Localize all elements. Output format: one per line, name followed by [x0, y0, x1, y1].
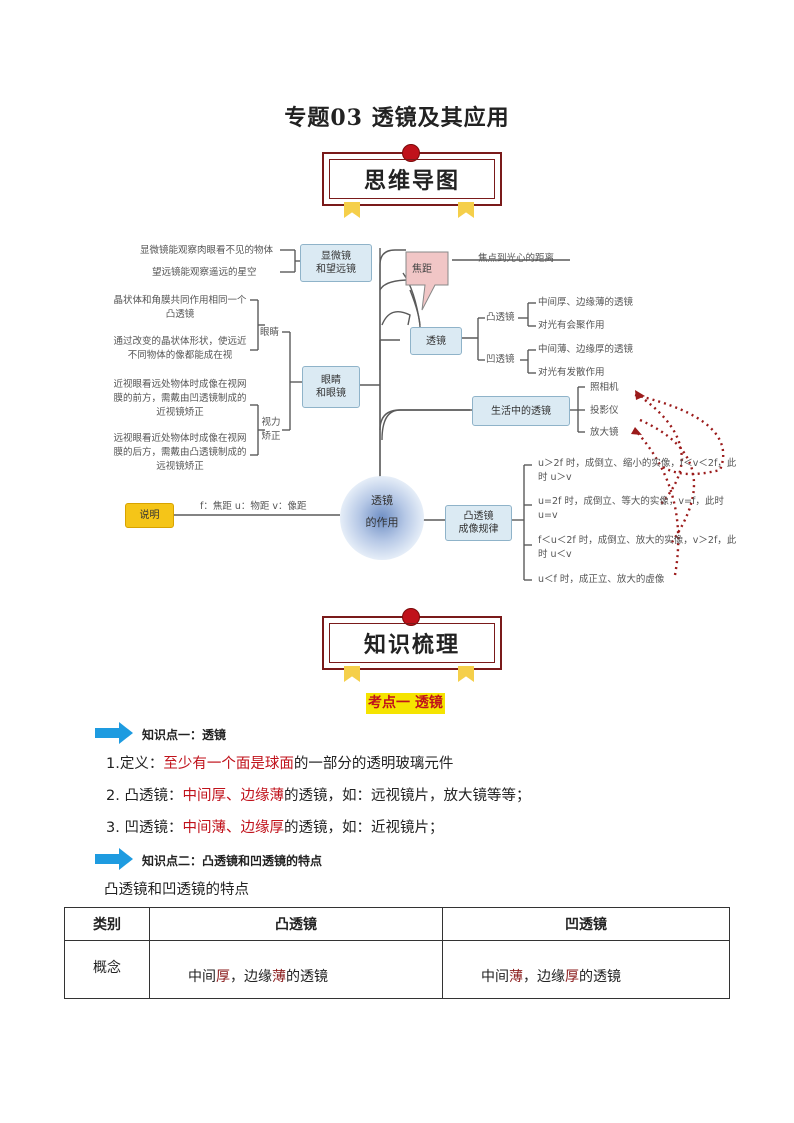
- life-lens-node: 生活中的透镜: [472, 396, 570, 426]
- telescope-node: 显微镜 和望远镜: [300, 244, 372, 282]
- exam-point-label: 考点一 透镜: [366, 693, 445, 714]
- concave-label: 凹透镜: [486, 354, 515, 365]
- concave-leaf: 对光有发散作用: [538, 367, 605, 378]
- kp2-subtitle: 凸透镜和凹透镜的特点: [104, 882, 249, 898]
- telescope-node-line2: 和望远镜: [316, 264, 356, 275]
- mindmap-banner-label: 思维导图: [329, 159, 495, 199]
- cell-text: ，边缘: [523, 969, 565, 985]
- mind-map: 透镜 的作用 说明 f：焦距 u：物距 v：像距 显微镜 和望远镜 显微镜能观察…: [100, 230, 740, 595]
- lens-node: 透镜: [410, 327, 462, 355]
- life-lens-leaf: 放大镜: [590, 427, 619, 438]
- eye-leaf: 晶状体和角膜共同作用相同一个凸透镜: [113, 295, 247, 320]
- cell-text: 的透镜: [579, 969, 621, 985]
- imaging-rule-leaf: u=2f 时，成倒立、等大的实像，v=f，此时 u=v: [538, 496, 724, 521]
- page-title: 专题03 透镜及其应用: [284, 105, 510, 131]
- ribbon-left-icon: [344, 202, 360, 218]
- kp1-line3-suffix: 的透镜，如：近视镜片；: [283, 820, 444, 836]
- convex-leaf: 对光有会聚作用: [538, 320, 605, 331]
- cell-highlight: 厚: [216, 969, 230, 985]
- concave-leaf: 中间薄、边缘厚的透镜: [538, 344, 634, 355]
- cell-text: ，边缘: [230, 969, 272, 985]
- kp1-line3-prefix: 3. 凹透镜：: [106, 820, 183, 836]
- cell-text: 中间: [481, 969, 509, 985]
- center-label-line1: 透镜: [371, 494, 393, 507]
- cell-highlight: 薄: [509, 969, 523, 985]
- imaging-rule-node: 凸透镜 成像规律: [445, 505, 512, 541]
- blue-arrow-icon: [95, 722, 133, 744]
- kp1-line2-highlight: 中间厚、边缘薄: [182, 788, 284, 804]
- kp1-line2: 2. 凸透镜：中间厚、边缘薄的透镜，如：远视镜片，放大镜等等；: [106, 784, 530, 805]
- center-label: 透镜 的作用: [355, 490, 409, 534]
- kp1-title: 知识点一：透镜: [142, 728, 227, 742]
- kp1-line1: 1.定义：至少有一个面是球面的一部分的透明玻璃元件: [106, 752, 453, 773]
- kp1-line3: 3. 凹透镜：中间薄、边缘厚的透镜，如：近视镜片；: [106, 816, 443, 837]
- telescope-leaf: 显微镜能观察肉眼看不见的物体: [140, 245, 274, 256]
- imaging-rule-node-line2: 成像规律: [458, 524, 499, 535]
- center-label-line2: 的作用: [365, 516, 399, 529]
- table-row: 概念 中间厚，边缘薄的透镜 中间薄，边缘厚的透镜: [64, 940, 730, 999]
- kp1-line1-prefix: 1.定义：: [106, 756, 164, 772]
- table-cell-convex: 中间厚，边缘薄的透镜: [149, 940, 443, 999]
- eye-node-line2: 和眼镜: [316, 388, 346, 399]
- ribbon-right-icon: [458, 666, 474, 682]
- life-lens-leaf: 投影仪: [590, 405, 619, 416]
- imaging-rule-leaf: u＜f 时，成正立、放大的虚像: [538, 574, 665, 585]
- cell-text: 的透镜: [286, 969, 328, 985]
- ribbon-left-icon: [344, 666, 360, 682]
- eye-node-line1: 眼睛: [321, 375, 341, 386]
- cell-highlight: 薄: [272, 969, 286, 985]
- kp2-title: 知识点二：凸透镜和凹透镜的特点: [142, 854, 323, 868]
- table-header-row: 类别 凸透镜 凹透镜: [64, 907, 730, 941]
- eye-node: 眼睛 和眼镜: [302, 366, 360, 408]
- eye-leaf: 通过改变的晶状体形状，使远近不同物体的像都能成在视: [113, 336, 247, 361]
- jiaoju-node: 焦距: [412, 264, 432, 275]
- banner-dot-icon: [402, 144, 420, 162]
- eye-label: 眼睛: [260, 327, 280, 338]
- imaging-rule-node-line1: 凸透镜: [463, 511, 494, 522]
- cell-text: 中间: [188, 969, 216, 985]
- kp1-line3-highlight: 中间薄、边缘厚: [182, 820, 284, 836]
- kp1-line2-suffix: 的透镜，如：远视镜片，放大镜等等；: [283, 788, 531, 804]
- shuoming-node: 说明: [125, 503, 174, 528]
- kp1-line1-suffix: 的一部分的透明玻璃元件: [293, 756, 454, 772]
- table-row-label: 概念: [64, 940, 150, 999]
- life-lens-leaf: 照相机: [590, 382, 619, 393]
- comparison-table: 类别 凸透镜 凹透镜 概念 中间厚，边缘薄的透镜 中间薄，边缘厚的透镜: [64, 907, 730, 999]
- kp1-line1-highlight: 至少有一个面是球面: [163, 756, 294, 772]
- imaging-rule-leaf: f＜u＜2f 时，成倒立、放大的实像，v＞2f，此时 u＜v: [538, 535, 737, 560]
- knowledge-banner: 知识梳理: [322, 608, 502, 682]
- table-header-cell: 凹透镜: [442, 907, 730, 941]
- vision-label: 视力矫正: [261, 417, 281, 442]
- vision-leaf: 远视眼看近处物体时成像在视网膜的后方，需戴由凸透镜制成的远视镜矫正: [113, 433, 247, 472]
- shuoming-text: f：焦距 u：物距 v：像距: [200, 501, 307, 512]
- telescope-node-line1: 显微镜: [321, 251, 351, 262]
- convex-leaf: 中间厚、边缘薄的透镜: [538, 297, 634, 308]
- table-cell-concave: 中间薄，边缘厚的透镜: [442, 940, 730, 999]
- blue-arrow-icon: [95, 848, 133, 870]
- ribbon-right-icon: [458, 202, 474, 218]
- table-header-cell: 类别: [64, 907, 150, 941]
- table-header-cell: 凸透镜: [149, 907, 443, 941]
- telescope-leaf: 望远镜能观察遥远的星空: [152, 267, 257, 278]
- jiaoju-leaf: 焦点到光心的距离: [478, 253, 555, 264]
- cell-highlight: 厚: [565, 969, 579, 985]
- imaging-rule-leaf: u＞2f 时，成倒立、缩小的实像，f＜v＜2f，此时 u＞v: [538, 458, 737, 483]
- kp1-line2-prefix: 2. 凸透镜：: [106, 788, 183, 804]
- knowledge-banner-label: 知识梳理: [329, 623, 495, 663]
- mindmap-banner: 思维导图: [322, 144, 502, 218]
- convex-label: 凸透镜: [486, 312, 515, 323]
- center-circle: [340, 476, 424, 560]
- banner-dot-icon: [402, 608, 420, 626]
- vision-leaf: 近视眼看远处物体时成像在视网膜的前方，需戴由凹透镜制成的近视镜矫正: [113, 379, 247, 418]
